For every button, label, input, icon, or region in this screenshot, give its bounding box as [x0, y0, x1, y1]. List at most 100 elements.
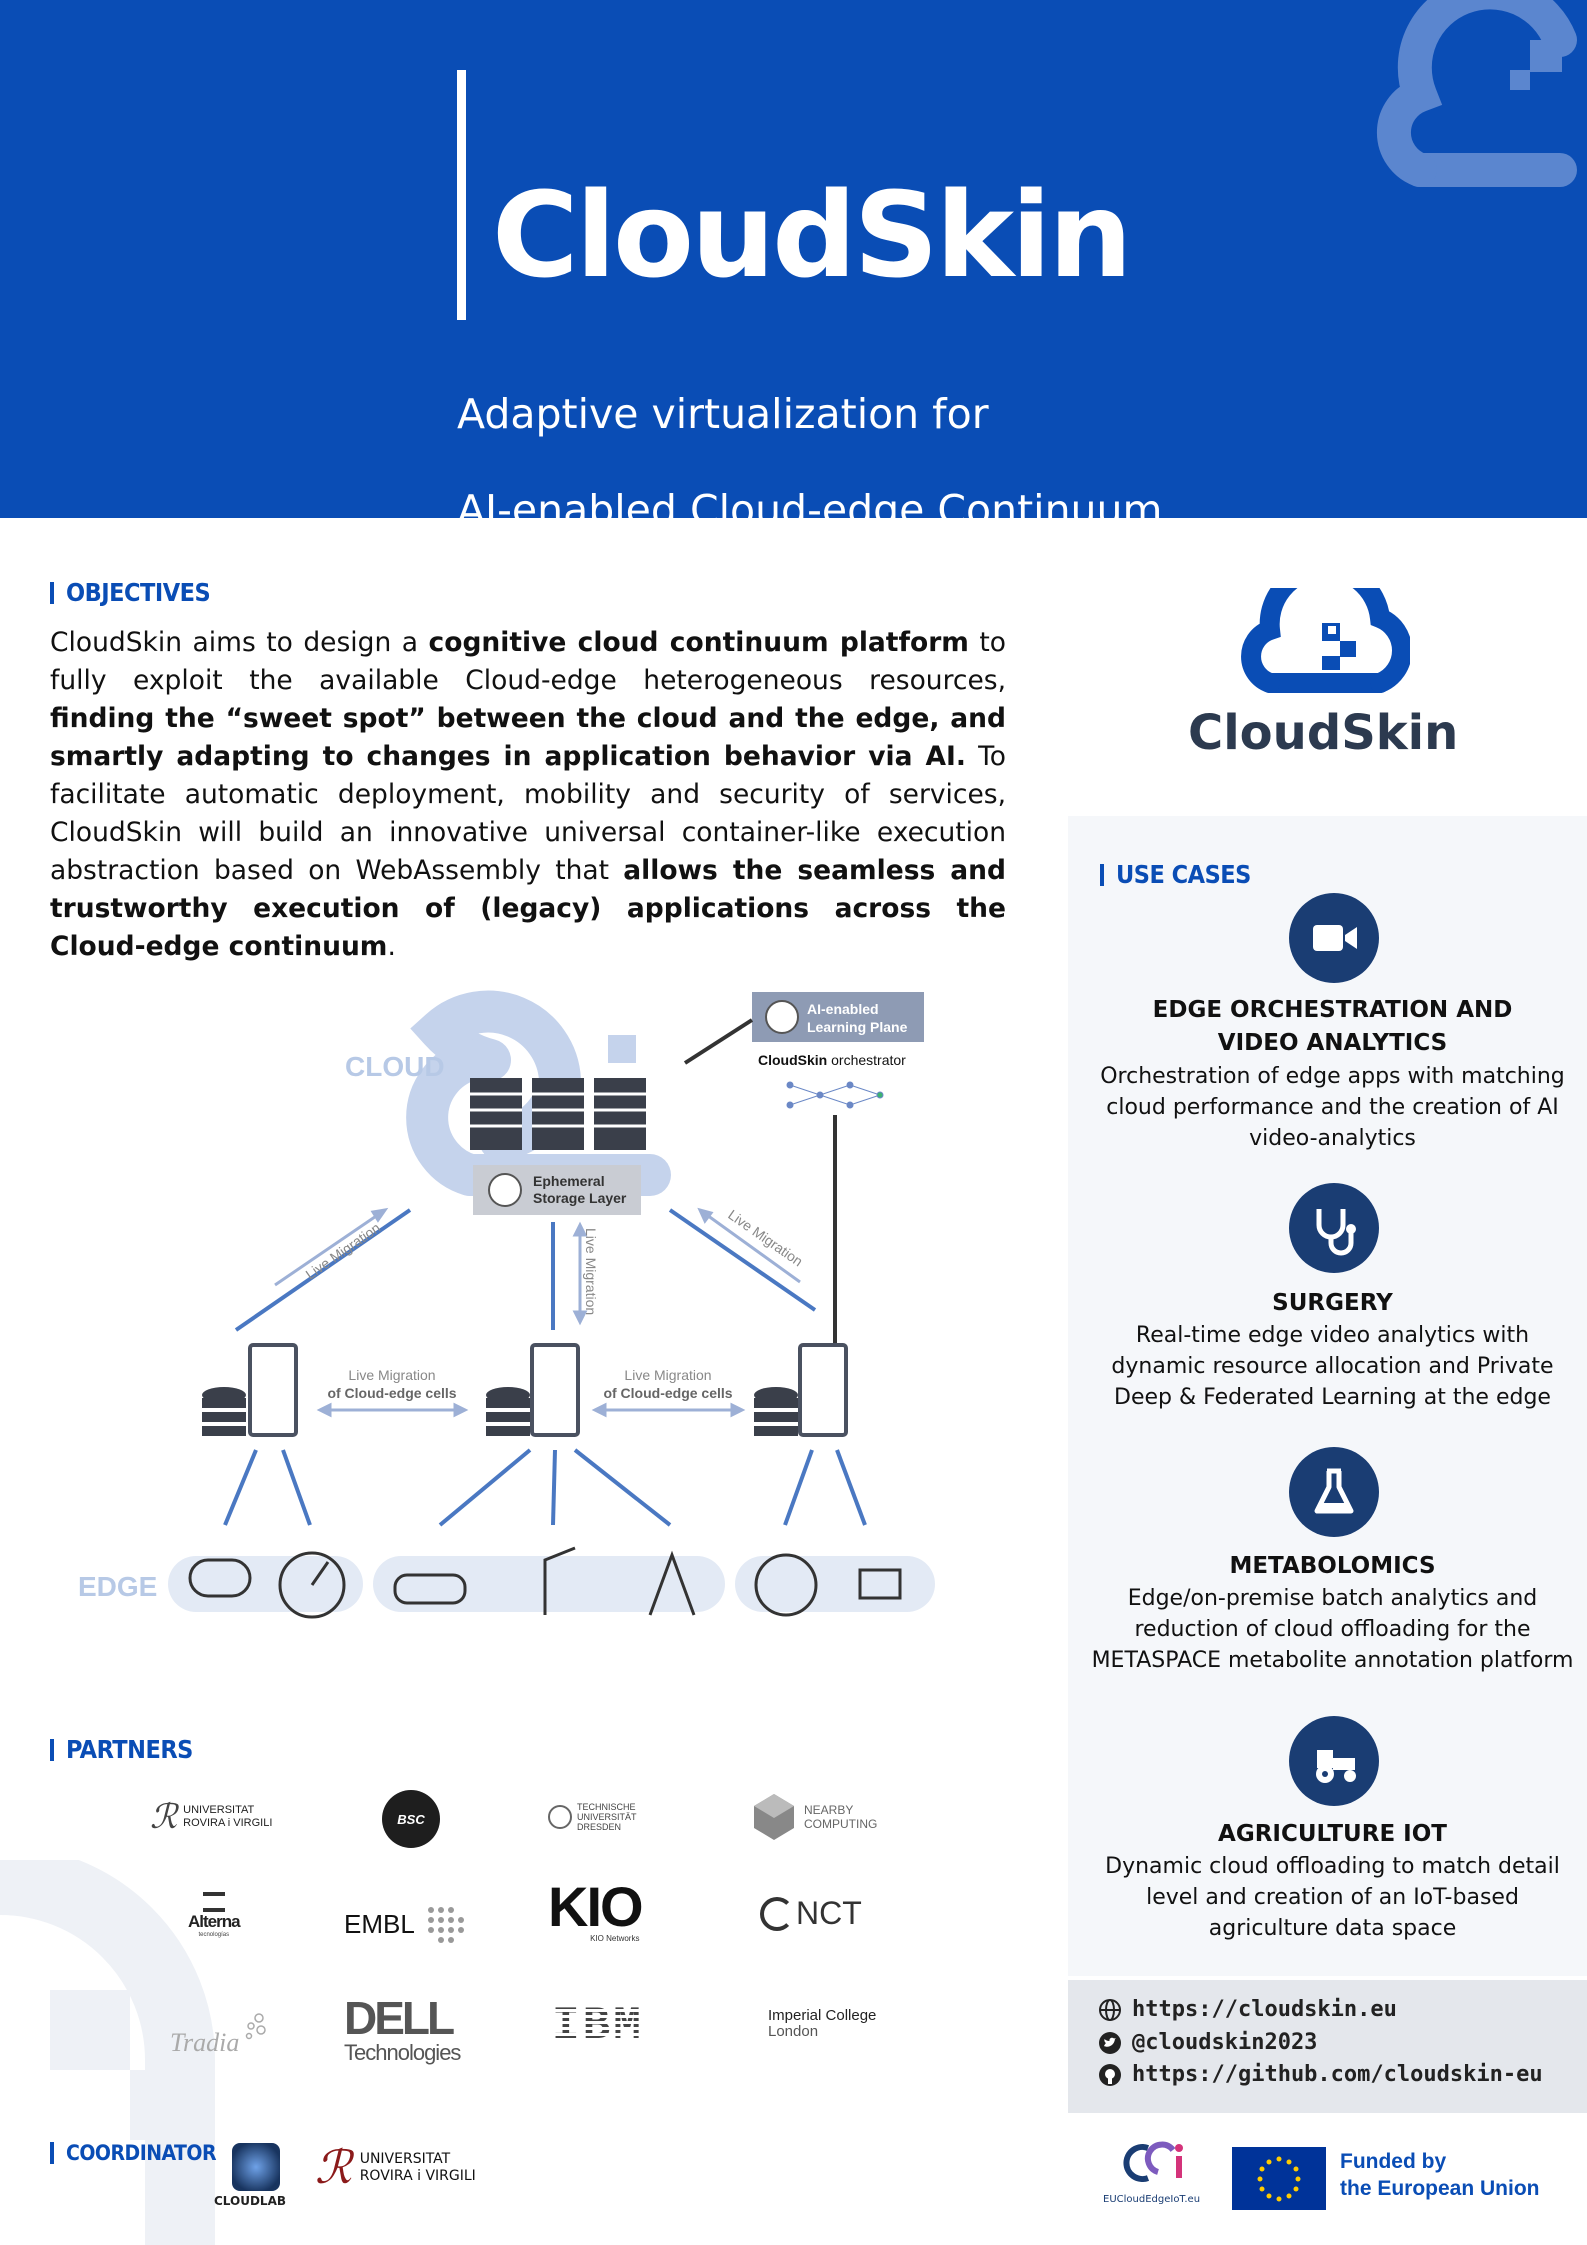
objectives-text: To facilitate automatic deployment, mobi… — [50, 741, 1006, 886]
cloudlab-logo-mark — [232, 2143, 280, 2191]
use-case-description: Edge/on-premise batch analytics and redu… — [1091, 1586, 1574, 1673]
github-icon — [1099, 2063, 1121, 2086]
alterna-text: Alterna — [188, 1912, 241, 1931]
tu-dresden-mark — [548, 1805, 572, 1829]
orchestrator-bold: CloudSkin — [758, 1052, 827, 1068]
nearby-text-line: NEARBY — [804, 1803, 854, 1817]
neural-network-icon — [786, 1081, 884, 1109]
kio-subtext: KIO Networks — [590, 1934, 640, 1943]
embl-text: EMBL — [344, 1908, 415, 1939]
dell-subtext: Technologies — [344, 2040, 461, 2065]
cells-migration-label-2a: Live Migration — [624, 1367, 711, 1383]
cloud-edge-links — [234, 1208, 817, 1332]
valve-icon — [858, 1568, 902, 1600]
use-case-title: EDGE ORCHESTRATION AND VIDEO ANALYTICS — [1152, 997, 1513, 1056]
use-cases-heading: USE CASES — [1100, 860, 1251, 889]
edge-node-databases — [202, 1387, 798, 1436]
tradia-bubbles-mark — [246, 2013, 267, 2040]
website-link-text[interactable]: https://cloudskin.eu — [1132, 1997, 1397, 2022]
heading-bar — [50, 581, 54, 604]
urv-text-line: UNIVERSITAT — [359, 2151, 451, 2167]
cells-migration-label-1b: of Cloud-edge cells — [327, 1385, 456, 1401]
architecture-diagram: CLOUD Ephemeral Storage Layer AI-enabled… — [78, 990, 935, 1619]
tu-dresden-text-line: UNIVERSITÄT — [577, 1812, 637, 1822]
page-title: CloudSkin — [492, 166, 1132, 304]
cloudskin-cloud-watermark — [1377, 0, 1577, 187]
dell-logo: DELL Technologies — [344, 1992, 461, 2066]
title-accent-bar — [457, 70, 466, 320]
github-link-text[interactable]: https://github.com/cloudskin-eu — [1132, 2062, 1543, 2087]
video-camera-icon — [1289, 893, 1379, 983]
ai-plane-label-2: Learning Plane — [807, 1019, 908, 1035]
gauge-icon — [278, 1551, 346, 1619]
funded-line: Funded by — [1340, 2150, 1447, 2173]
use-case-description: Dynamic cloud offloading to match detail… — [1105, 1854, 1560, 1941]
kio-networks-logo: KIO KIO Networks — [548, 1879, 644, 1944]
objectives-bold: finding the “sweet spot” between the clo… — [50, 703, 1006, 772]
bsc-logo-text: BSC — [397, 1811, 425, 1827]
subtitle-line-1: Adaptive virtualization for — [457, 390, 989, 438]
nct-mark — [760, 1896, 794, 1931]
robot-arm-icon — [543, 1546, 576, 1615]
website-link[interactable]: https://cloudskin.eu — [1098, 1997, 1397, 2022]
edge-device-bands — [168, 1556, 935, 1612]
ibm-logo: IBM — [552, 2000, 644, 2052]
storage-icon — [488, 1173, 522, 1207]
use-case-description: Orchestration of edge apps with matching… — [1100, 1064, 1565, 1151]
partners-heading-label: PARTNERS — [66, 1735, 193, 1764]
nearby-computing-mark — [754, 1794, 794, 1840]
cloudskin-logo-text: CloudSkin — [1188, 705, 1459, 761]
cloud-label: CLOUD — [345, 1051, 445, 1082]
heading-bar — [50, 2142, 54, 2164]
twitter-link[interactable]: @cloudskin2023 — [1098, 2030, 1317, 2055]
cloudlab-text: CLOUDLAB — [214, 2194, 287, 2208]
imperial-line: Imperial College — [768, 2007, 877, 2024]
edge-node-servers — [248, 1343, 848, 1437]
nct-text: NCT — [796, 1895, 862, 1931]
cloudskin-logo-icon — [1241, 588, 1410, 693]
header-banner: CloudSkin Adaptive virtualization for AI… — [0, 0, 1587, 518]
objectives-bold: allows the seamless and trustworthy exec… — [50, 855, 1007, 962]
antenna-icon — [648, 1550, 696, 1616]
funded-line: the European Union — [1340, 2177, 1540, 2200]
tu-dresden-text-line: TECHNISCHE — [577, 1802, 636, 1812]
eu-flag-icon — [1232, 2147, 1326, 2210]
objectives-paragraph: CloudSkin aims to design a cognitive clo… — [50, 624, 1006, 966]
objectives-heading-label: OBJECTIVES — [66, 578, 211, 607]
edge-device-links — [223, 1448, 867, 1527]
subtitle-line-2: AI-enabled Cloud-edge Continuum — [457, 486, 1163, 518]
objectives-heading: OBJECTIVES — [50, 578, 211, 607]
dell-text: DELL — [344, 1992, 455, 2044]
car-icon — [393, 1573, 467, 1605]
objectives-text: CloudSkin aims to design a — [50, 627, 429, 658]
alterna-logo: Alterna tecnologías — [188, 1892, 241, 1938]
twitter-icon — [1099, 2031, 1121, 2054]
urv-text-line: ROVIRA i VIRGILI — [183, 1817, 273, 1829]
use-case-title: METABOLOMICS — [1229, 1553, 1436, 1579]
live-migration-label-center: Live Migration — [583, 1228, 599, 1315]
tradia-logo: Tradia — [170, 2012, 267, 2058]
urv-text-line: UNIVERSITAT — [183, 1804, 255, 1816]
github-link[interactable]: https://github.com/cloudskin-eu — [1098, 2062, 1543, 2087]
live-migration-label-left: Live Migration — [303, 1219, 384, 1282]
globe-icon — [1099, 1998, 1121, 2021]
nct-logo: NCT — [760, 1895, 862, 1932]
use-cases-heading-label: USE CASES — [1116, 860, 1251, 889]
use-case-title: SURGERY — [1272, 1290, 1393, 1316]
orchestrator-label: CloudSkin orchestrator — [758, 1052, 906, 1068]
links-panel — [1068, 1980, 1587, 2113]
objectives-bold: cognitive cloud continuum platform — [428, 627, 969, 658]
eucei-logo-mark — [1123, 2141, 1183, 2182]
alterna-mark — [202, 1892, 225, 1912]
eucei-logo-text: EUCloudEdgeIoT.eu — [1103, 2194, 1201, 2205]
twitter-link-text[interactable]: @cloudskin2023 — [1132, 2030, 1318, 2055]
ai-link — [683, 1018, 754, 1065]
imperial-college-logo: Imperial College London — [768, 2008, 876, 2040]
embl-logo: EMBL — [344, 1902, 467, 1946]
security-camera-icon — [188, 1558, 252, 1598]
storage-label-2: Storage Layer — [533, 1190, 627, 1206]
tu-dresden-text-line: DRESDEN — [577, 1822, 622, 1832]
